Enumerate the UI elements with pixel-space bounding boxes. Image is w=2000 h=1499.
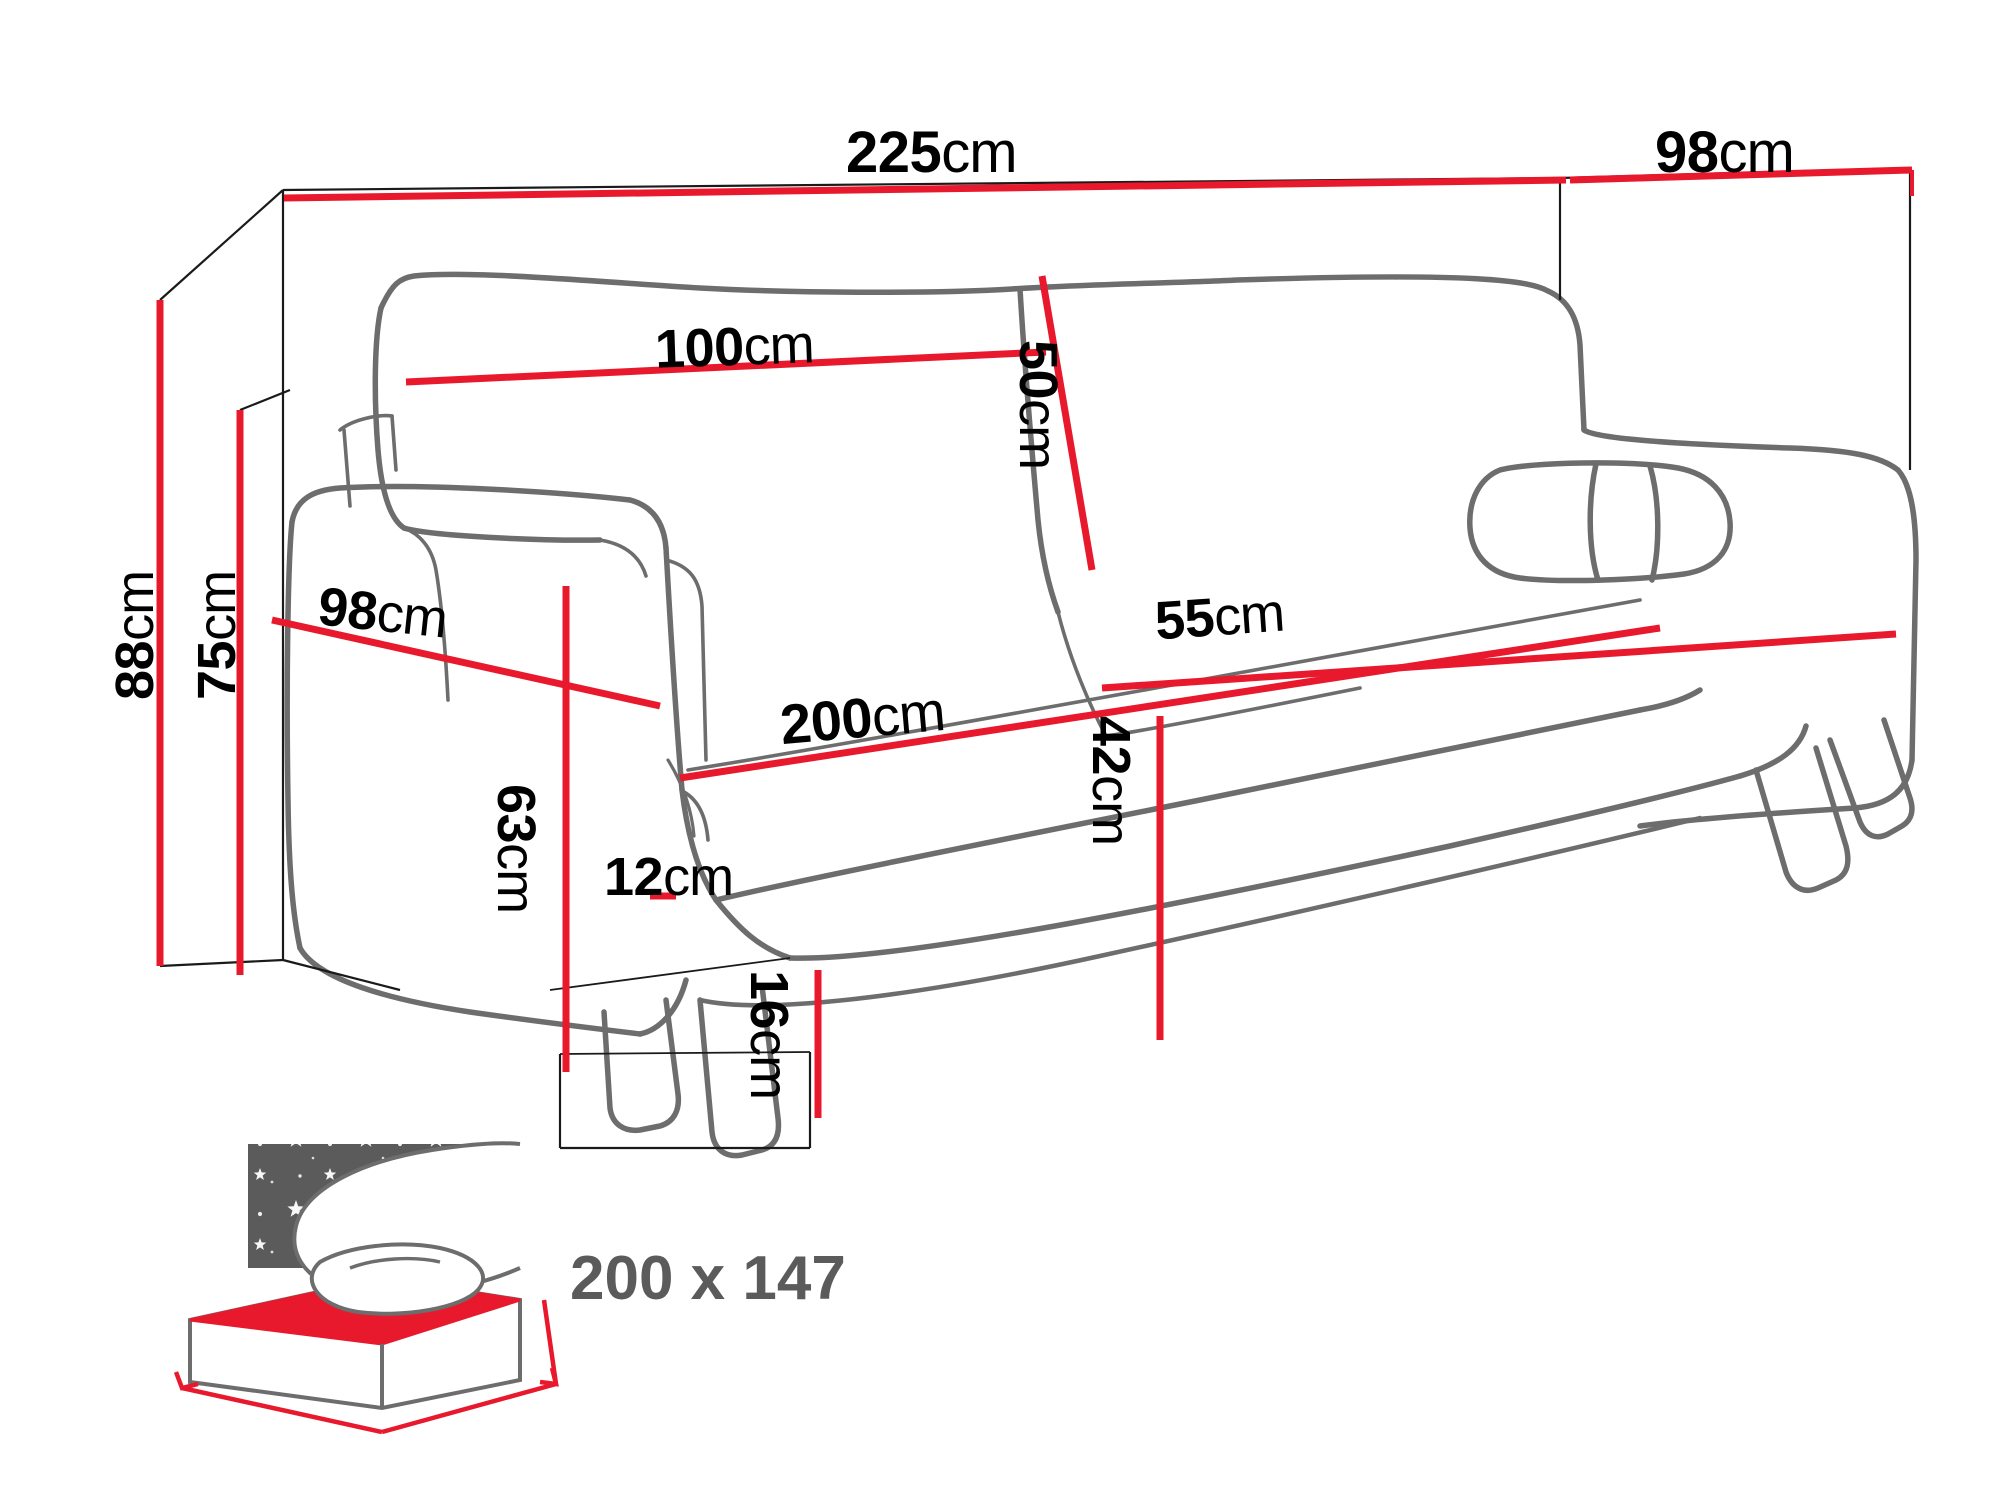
dimension-label-overall-depth: 98cm xyxy=(1655,120,1795,185)
dimension-label-seat-depth: 55cm xyxy=(1153,582,1286,652)
dimension-label-backrest-height: 50cm xyxy=(1008,340,1068,470)
dimension-label-backrest-width: 100cm xyxy=(654,314,815,380)
dimension-label-leg-height: 16cm xyxy=(739,970,799,1100)
sleeping-area-label: 200 x 147 xyxy=(570,1244,846,1313)
dimension-label-total-height: 88cm xyxy=(105,570,165,700)
dimension-label-arm-height: 63cm xyxy=(486,784,546,914)
mattress-icon xyxy=(173,1141,559,1435)
dimension-label-seat-width: 200cm xyxy=(777,678,947,757)
dimension-label-seat-height: 42cm xyxy=(1081,716,1141,846)
dimension-label-arm-width: 12cm xyxy=(604,847,734,907)
dimension-label-arm-depth: 98cm xyxy=(315,576,450,650)
dimension-label-overall-width: 225cm xyxy=(846,120,1018,185)
dimension-label-back-height: 75cm xyxy=(187,570,247,700)
